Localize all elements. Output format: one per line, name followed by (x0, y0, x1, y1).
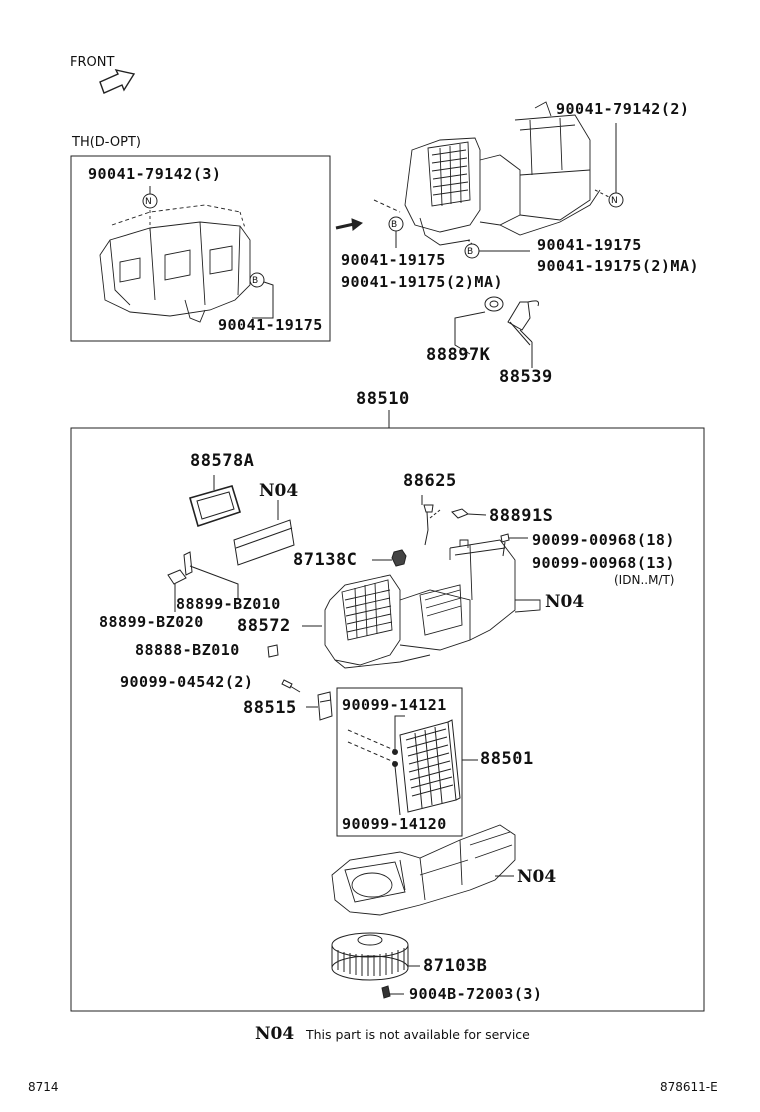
bracket-88899-drawing (167, 551, 193, 585)
marker-b-text-upper-right: B (467, 247, 474, 257)
label-90099-04542-2[interactable]: 90099-04542(2) (120, 673, 254, 691)
upper-heater-unit-drawing (404, 101, 601, 246)
part-88888-bz010-drawing (267, 644, 279, 658)
label-88899-bz020[interactable]: 88899-BZ020 (99, 613, 204, 631)
legend-code: N04 (255, 1024, 295, 1044)
label-88515[interactable]: 88515 (243, 698, 297, 718)
screw-90099-00968-drawing (500, 533, 510, 557)
label-90041-19175-inset[interactable]: 90041-19175 (218, 316, 323, 334)
marker-n-text-upper: N (611, 196, 618, 206)
label-90099-00968-13[interactable]: 90099-00968(13) (532, 554, 675, 572)
label-n04-case[interactable]: N04 (545, 592, 585, 612)
label-88899-bz010[interactable]: 88899-BZ010 (176, 595, 281, 613)
option-inset-frame (70, 155, 331, 342)
label-87138c[interactable]: 87138C (293, 550, 358, 570)
blower-motor-87103b-drawing (331, 932, 409, 981)
main-case-88572-drawing (324, 539, 541, 669)
front-label: FRONT (70, 55, 115, 70)
label-88897k[interactable]: 88897K (426, 345, 491, 365)
label-88625[interactable]: 88625 (403, 471, 457, 491)
label-90041-79142-2[interactable]: 90041-79142(2) (556, 100, 690, 118)
screw-9004b-72003-drawing (381, 985, 391, 999)
sensor-88625-drawing (423, 504, 434, 546)
label-n04-blower-case[interactable]: N04 (517, 867, 557, 887)
label-90041-19175-2ma-left[interactable]: 90041-19175(2)MA) (341, 273, 504, 291)
label-9004b-72003-3[interactable]: 9004B-72003(3) (409, 985, 543, 1003)
footer-left-code: 8714 (28, 1080, 59, 1094)
lower-case-n04-drawing (331, 824, 516, 916)
evaporator-88501-drawing (399, 719, 461, 813)
part-87138c-drawing (391, 549, 407, 567)
marker-b-text-upper-left: B (391, 220, 398, 230)
label-88510[interactable]: 88510 (356, 389, 410, 409)
screw-90099-04542-drawing (281, 679, 301, 693)
grommet-88897k-drawing (484, 296, 504, 312)
label-90041-19175-2ma-right[interactable]: 90041-19175(2)MA) (537, 257, 700, 275)
label-90099-00968-18[interactable]: 90099-00968(18) (532, 531, 675, 549)
evaporator-inset-frame (336, 687, 463, 837)
footer-right-code: 878611-E (660, 1080, 718, 1094)
legend-text: This part is not available for service (306, 1027, 530, 1042)
label-88888-bz010[interactable]: 88888-BZ010 (135, 641, 240, 659)
front-arrow-icon (99, 68, 136, 94)
seal-88578a-drawing (189, 485, 241, 528)
actuator-88515-drawing (317, 691, 333, 721)
label-88891s[interactable]: 88891S (489, 506, 554, 526)
clip-88891s-drawing (451, 508, 469, 519)
assembly-88510-frame (70, 427, 705, 1012)
label-88501[interactable]: 88501 (480, 749, 534, 769)
label-90041-19175-right[interactable]: 90041-19175 (537, 236, 642, 254)
marker-n-text-inset: N (145, 197, 152, 207)
label-87103b[interactable]: 87103B (423, 956, 488, 976)
label-88539[interactable]: 88539 (499, 367, 553, 387)
label-88572[interactable]: 88572 (237, 616, 291, 636)
drain-hose-88539-drawing (507, 300, 539, 346)
label-88578a[interactable]: 88578A (190, 451, 255, 471)
label-idn-mt: (IDN..M/T) (614, 573, 675, 587)
filter-n04-drawing (233, 519, 295, 566)
label-90099-14121[interactable]: 90099-14121 (342, 696, 447, 714)
option-label: TH(D-OPT) (72, 135, 141, 150)
marker-b-text-inset: B (252, 276, 259, 286)
label-90041-79142-3[interactable]: 90041-79142(3) (88, 165, 222, 183)
label-90041-19175-left[interactable]: 90041-19175 (341, 251, 446, 269)
inset-heater-unit-drawing (99, 204, 251, 323)
label-n04-filter[interactable]: N04 (259, 481, 299, 501)
inset-marker-b (249, 272, 265, 288)
label-90099-14120[interactable]: 90099-14120 (342, 815, 447, 833)
